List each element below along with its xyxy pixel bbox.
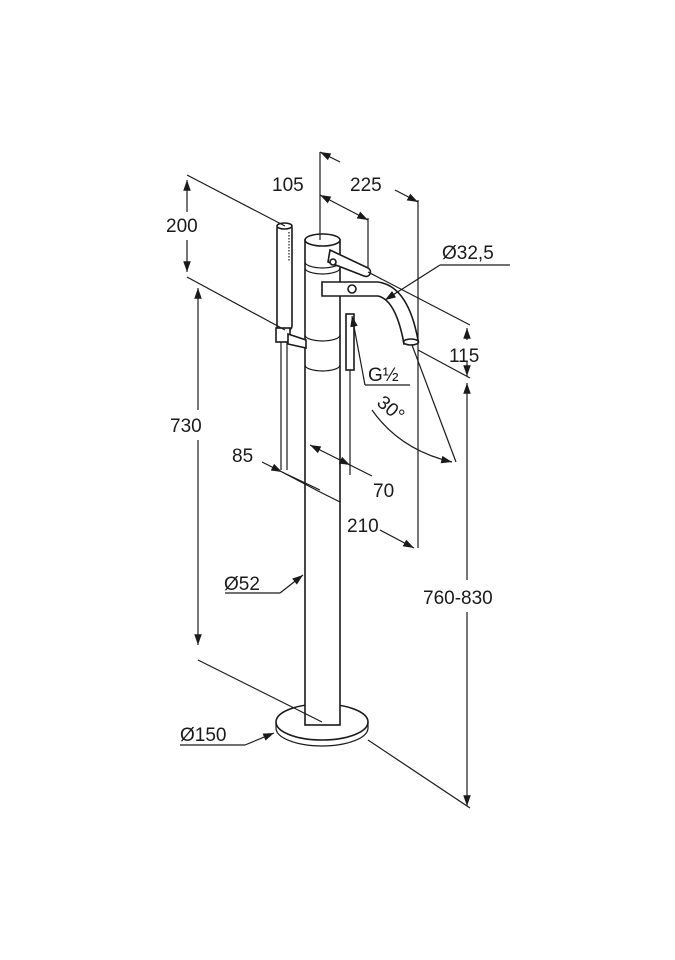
dim-200: 200 bbox=[166, 216, 198, 237]
dim-210: 210 bbox=[347, 516, 379, 537]
dim-70: 70 bbox=[373, 481, 394, 502]
dim-thread: G½ bbox=[368, 365, 399, 386]
dimension-lines bbox=[180, 151, 510, 809]
dim-225: 225 bbox=[350, 175, 382, 196]
lever-handle bbox=[327, 248, 372, 278]
dim-base-diameter: Ø150 bbox=[180, 725, 226, 746]
dim-105: 105 bbox=[272, 175, 304, 196]
hand-shower bbox=[275, 222, 307, 470]
dim-730: 730 bbox=[170, 416, 202, 437]
dim-85: 85 bbox=[232, 446, 253, 467]
column bbox=[304, 233, 341, 726]
dim-column-diameter: Ø52 bbox=[224, 574, 260, 595]
dim-total-height: 760-830 bbox=[423, 588, 493, 609]
dim-115: 115 bbox=[449, 346, 479, 367]
dim-angle: 30° bbox=[373, 392, 409, 427]
dim-spout-diameter: Ø32,5 bbox=[442, 243, 494, 264]
